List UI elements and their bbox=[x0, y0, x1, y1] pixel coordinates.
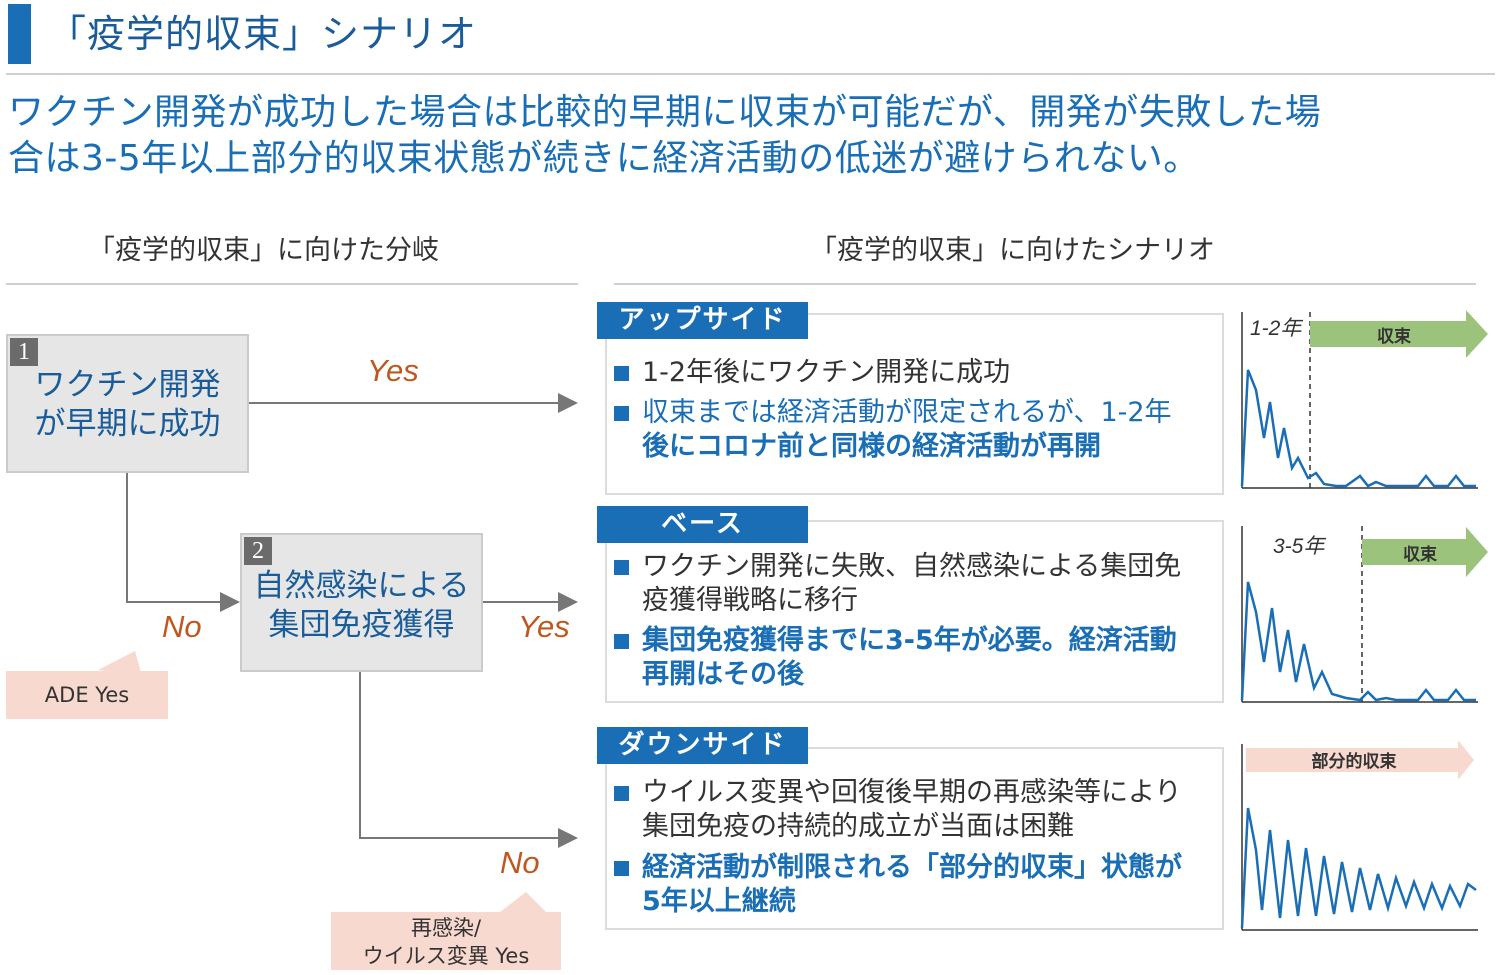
step-number-1: 1 bbox=[10, 338, 38, 366]
bullet-square-icon bbox=[614, 861, 629, 876]
note1-pointer bbox=[98, 651, 142, 676]
decision-flow-lines bbox=[98, 393, 578, 914]
note2-pointer bbox=[500, 892, 548, 914]
base-scenario-box bbox=[605, 520, 1224, 703]
flow-line-box2-no bbox=[359, 672, 578, 848]
partial-convergence-arrow bbox=[1246, 740, 1474, 780]
decision-box-herd-line1: 自然感染による bbox=[253, 568, 470, 604]
partial-convergence-arrow-label: 部分的収束 bbox=[1312, 751, 1397, 772]
no-label-1: No bbox=[162, 609, 202, 644]
yes-label-1: Yes bbox=[367, 353, 419, 388]
convergence-arrow-label: 収束 bbox=[1403, 544, 1437, 565]
right-section-heading: 「疫学的収束」に向けたシナリオ bbox=[810, 235, 1215, 266]
convergence-arrow bbox=[1362, 527, 1488, 577]
convergence-arrow-label: 収束 bbox=[1377, 326, 1411, 347]
base-tag: ベース bbox=[597, 506, 808, 543]
bullet-square-icon bbox=[614, 786, 629, 801]
bullet-square-icon bbox=[614, 366, 629, 381]
base-mini-chart: 収束 bbox=[1240, 526, 1488, 703]
bullet-square-icon bbox=[614, 634, 629, 649]
decision-box-vaccine-line1: ワクチン開発 bbox=[34, 367, 221, 403]
ade-note: ADE Yes bbox=[6, 671, 168, 719]
upside-tag: アップサイド bbox=[597, 302, 808, 339]
decision-box-vaccine: 1 ワクチン開発 が早期に成功 bbox=[6, 334, 249, 473]
flow-line-box1-no bbox=[126, 473, 240, 612]
bullet-square-icon bbox=[614, 560, 629, 575]
no-label-2: No bbox=[500, 845, 540, 880]
lead-message: ワクチン開発が成功した場合は比較的早期に収束が可能だが、開発が失敗した場 合は3… bbox=[8, 90, 1488, 182]
decision-box-herd-line2: 集団免疫獲得 bbox=[268, 607, 455, 643]
upside-mini-chart: 収束 bbox=[1240, 310, 1488, 489]
decision-box-herd-immunity: 2 自然感染による 集団免疫獲得 bbox=[240, 533, 483, 672]
infection-curve bbox=[1240, 581, 1476, 702]
downside-mini-chart: 部分的収束 bbox=[1240, 740, 1478, 931]
base-period-label: 3-5年 bbox=[1273, 535, 1325, 558]
downside-tag: ダウンサイド bbox=[597, 727, 808, 764]
right-section-divider bbox=[614, 283, 1476, 285]
lead-line-2: 合は3-5年以上部分的収束状態が続きに経済活動の低迷が避けられない。 bbox=[8, 138, 1200, 179]
upside-period-label: 1-2年 bbox=[1250, 317, 1302, 340]
step-number-2: 2 bbox=[244, 537, 272, 565]
reinfection-note: 再感染/ ウイルス変異 Yes bbox=[331, 912, 561, 970]
infection-curve bbox=[1240, 807, 1477, 929]
upside-scenario-box bbox=[605, 313, 1224, 495]
left-section-heading: 「疫学的収束」に向けた分岐 bbox=[88, 235, 439, 266]
decision-box-vaccine-line2: が早期に成功 bbox=[34, 406, 221, 442]
page-title: 「疫学的収束」シナリオ bbox=[48, 12, 478, 56]
downside-scenario-box bbox=[605, 747, 1224, 930]
title-accent-bar bbox=[8, 4, 31, 64]
reinfection-note-line1: 再感染/ bbox=[410, 916, 482, 940]
infection-curve bbox=[1240, 369, 1476, 488]
yes-label-2: Yes bbox=[518, 609, 570, 644]
title-divider bbox=[6, 73, 1495, 75]
lead-line-1: ワクチン開発が成功した場合は比較的早期に収束が可能だが、開発が失敗した場 bbox=[8, 92, 1322, 133]
left-section-divider bbox=[6, 283, 578, 285]
bullet-square-icon bbox=[614, 406, 629, 421]
reinfection-note-line2: ウイルス変異 Yes bbox=[362, 944, 530, 968]
convergence-arrow bbox=[1310, 310, 1488, 358]
